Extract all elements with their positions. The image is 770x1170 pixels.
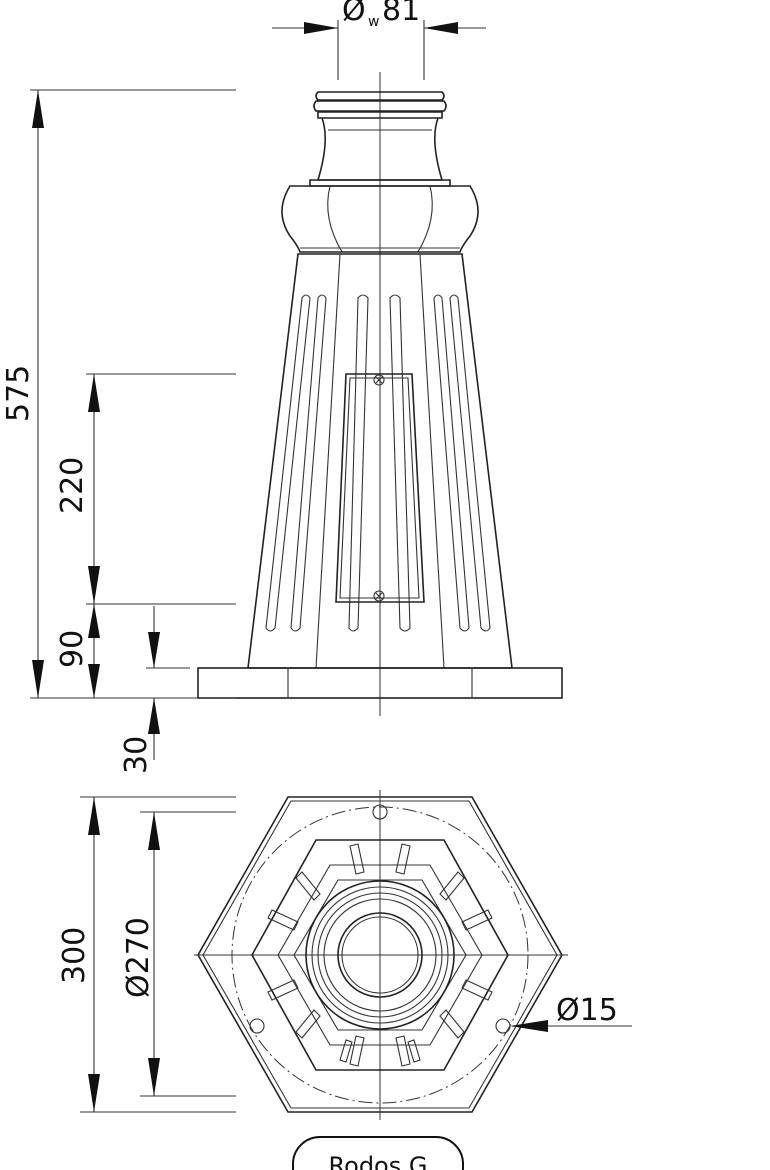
dim-door-height: 220 — [55, 457, 90, 514]
mount-hole-left-icon — [249, 1018, 265, 1034]
front-dimensions — [30, 20, 486, 760]
arrow-300-bottom — [88, 1074, 100, 1112]
shaft-facet-left — [315, 253, 341, 669]
slot-left-1 — [265, 294, 311, 632]
model-label: Rodos G — [328, 1152, 428, 1170]
slot-center-2 — [389, 294, 411, 632]
arrow-575-bottom — [32, 660, 44, 698]
top-opening-outer — [337, 912, 423, 998]
slot-center-1 — [348, 294, 369, 632]
slot-left-2 — [290, 294, 327, 632]
collar-ring-outer — [305, 880, 455, 1030]
arrow-270-top — [148, 812, 160, 850]
arrow-30-top — [148, 632, 160, 668]
collar-ring-low — [317, 111, 443, 119]
dim-door-offset: 90 — [55, 630, 90, 668]
radial-ribs — [267, 843, 493, 1067]
plan-view — [194, 790, 568, 1120]
arrow-300-top — [88, 797, 100, 835]
dim-hole-diameter: Ø15 — [556, 993, 618, 1028]
shaft-facet-right — [419, 253, 445, 669]
arrow-90-top — [88, 604, 100, 638]
bulb-facet-right — [417, 185, 433, 253]
collar-ring-top — [315, 91, 445, 101]
dim-bolt-circle: Ø270 — [121, 917, 156, 998]
collar-ring-2 — [311, 886, 449, 1024]
slot-right-2 — [449, 294, 491, 632]
model-label-box: Rodos G — [292, 1136, 464, 1170]
dim-base-height: 30 — [119, 736, 154, 774]
dim-hex-width: 300 — [57, 927, 92, 984]
door-screw-bottom-icon — [373, 590, 385, 602]
arrow-575-top — [32, 90, 44, 128]
bulb-section — [281, 185, 479, 253]
hex-shaft-outer — [251, 839, 509, 1071]
arrow-220-top — [88, 374, 100, 412]
hex-shaft-mid — [277, 864, 483, 1046]
arrow-90-bottom — [88, 664, 100, 698]
mount-hole-top-icon — [372, 804, 388, 820]
service-door — [335, 373, 425, 603]
collar-ring-mid — [313, 100, 447, 112]
dim-top-diameter-value: 81 — [382, 0, 420, 28]
plan-dimensions — [80, 796, 632, 1113]
collar-ring-3 — [317, 892, 443, 1018]
slot-right-1 — [433, 294, 470, 632]
arrow-15 — [510, 1020, 548, 1032]
base-plate — [197, 667, 563, 699]
dim-top-diameter-sub: w — [368, 14, 379, 30]
arrow-220-bottom — [88, 566, 100, 604]
service-door-inner — [339, 377, 420, 599]
arrow-270-bottom — [148, 1058, 160, 1096]
front-elevation — [197, 72, 563, 716]
arrow-top-right — [424, 22, 458, 34]
dim-total-height: 575 — [1, 365, 36, 422]
bulb-facet-left — [327, 185, 343, 253]
mount-hole-right-icon — [495, 1018, 511, 1034]
door-screw-top-icon — [373, 374, 385, 386]
dim-top-diameter-symbol: Ø — [342, 0, 366, 28]
collar-ring-4 — [323, 898, 437, 1012]
arrow-top-left — [304, 22, 338, 34]
top-opening-inner — [341, 916, 419, 994]
hex-shaft-inner — [293, 879, 467, 1031]
arrow-30-bottom — [148, 698, 160, 734]
